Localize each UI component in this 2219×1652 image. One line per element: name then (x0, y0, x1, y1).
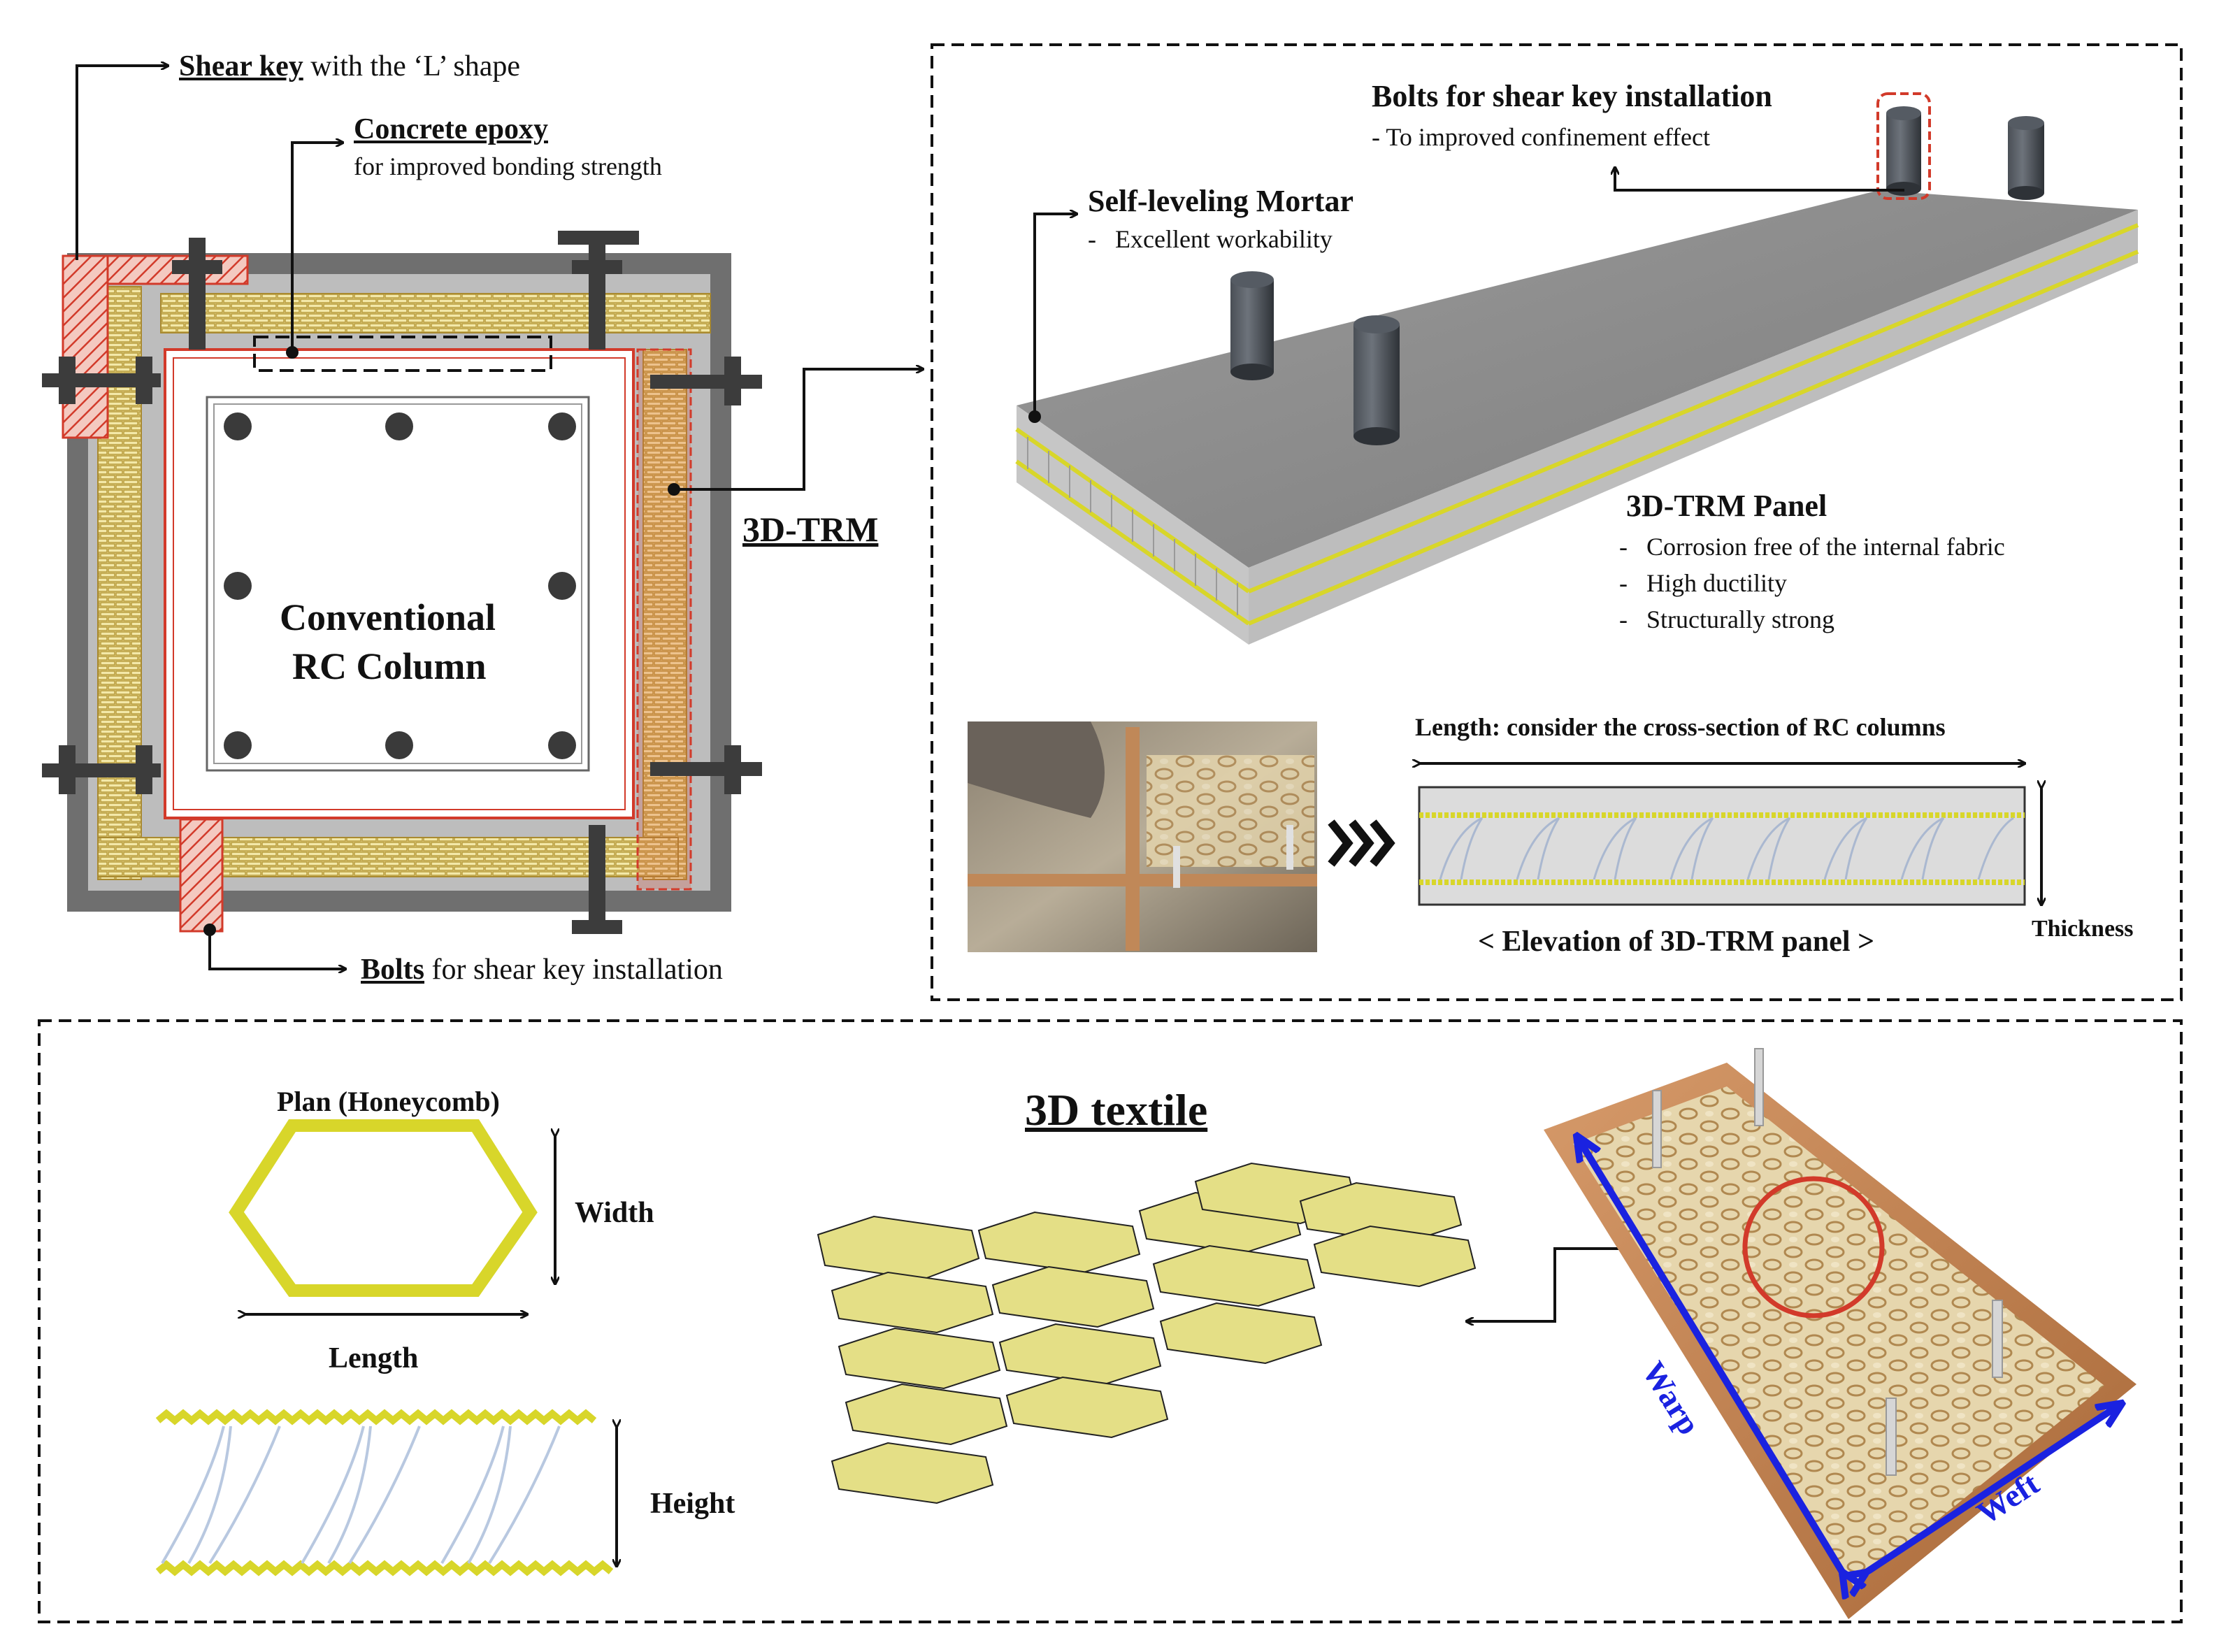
bolts-leader (208, 930, 345, 969)
epoxy-subtitle: for improved bonding strength (354, 152, 662, 180)
elevation-caption: < Elevation of 3D-TRM panel > (1478, 926, 1875, 958)
panel-bolt (1353, 315, 1400, 445)
trm-leader (674, 369, 923, 491)
column-label-line1: Conventional (280, 596, 496, 638)
shear-key-desc: with the ‘L’ shape (303, 50, 521, 82)
bolt-group (42, 231, 762, 934)
column-label-line2: RC Column (292, 645, 487, 687)
column-section (42, 231, 762, 934)
panel-bolt-leader (1615, 168, 1904, 192)
trm-feature-1-text: Corrosion free of the internal fabric (1646, 533, 2005, 561)
shear-key-top-left (62, 254, 109, 439)
textile-3d (817, 1162, 1477, 1504)
epoxy-leader (291, 143, 343, 352)
rebar-cage (206, 396, 590, 772)
chevron-arrows-icon (1328, 819, 1395, 867)
mortar-subtitle: - Excellent workability (1088, 225, 1333, 253)
trm-feature-2-text: High ductility (1646, 569, 1787, 597)
plan-label: Plan (Honeycomb) (277, 1086, 500, 1117)
elevation-length-label: Length: consider the cross-section of RC… (1415, 713, 1946, 741)
panel-elevation (1418, 786, 2026, 906)
weft-arrow (1865, 1404, 2121, 1573)
panel-bolt (1230, 271, 1274, 380)
mortar-leader (1033, 214, 1077, 417)
panel-frame (931, 43, 2183, 1001)
shear-key-title: Shear key (179, 50, 303, 82)
panel-bolts-title: Bolts for shear key installation (1372, 79, 1772, 113)
textile-title: 3D textile (1025, 1085, 1208, 1135)
bolts-title: Bolts (361, 954, 425, 986)
textile-elevation (155, 1409, 614, 1576)
panel-bolt (1886, 106, 1921, 196)
trm-panel-title: 3D-TRM Panel (1626, 489, 1827, 523)
bolt-highlight (1876, 92, 1931, 200)
trm-feature-1: - Corrosion free of the internal fabric (1619, 533, 2005, 561)
mortar-title: Self-leveling Mortar (1088, 184, 1353, 218)
shear-key-leader (76, 66, 168, 260)
epoxy-highlight (253, 336, 552, 372)
plan-length-label: Length (329, 1342, 419, 1374)
bolts-desc: for shear key installation (424, 954, 723, 986)
thickness-label: Thickness (2032, 916, 2134, 942)
shear-key-label: Shear key with the ‘L’ shape (179, 52, 520, 81)
trm-panel-highlight (636, 348, 692, 891)
trm-feature-2: - High ductility (1619, 569, 1787, 597)
trm-panel-3d (1015, 92, 2139, 645)
shear-key-bottom (179, 818, 224, 933)
bolts-label: Bolts for shear key installation (361, 955, 723, 984)
epoxy-title: Concrete epoxy (354, 113, 548, 145)
textile-mould (1544, 1048, 2137, 1619)
warp-arrow (1577, 1137, 1843, 1573)
width-label: Width (575, 1197, 654, 1229)
honeycomb-plan-shape (229, 1119, 538, 1297)
height-label: Height (650, 1488, 735, 1520)
panel-photo (968, 721, 1317, 952)
trm-feature-3-text: Structurally strong (1646, 605, 1834, 633)
panel-bolt (2008, 116, 2044, 200)
panel-bolts-subtitle: - To improved confinement effect (1372, 123, 1710, 151)
trm-callout-label: 3D-TRM (742, 510, 879, 549)
trm-feature-3: - Structurally strong (1619, 605, 1834, 633)
mortar-subtitle-text: Excellent workability (1115, 225, 1333, 253)
